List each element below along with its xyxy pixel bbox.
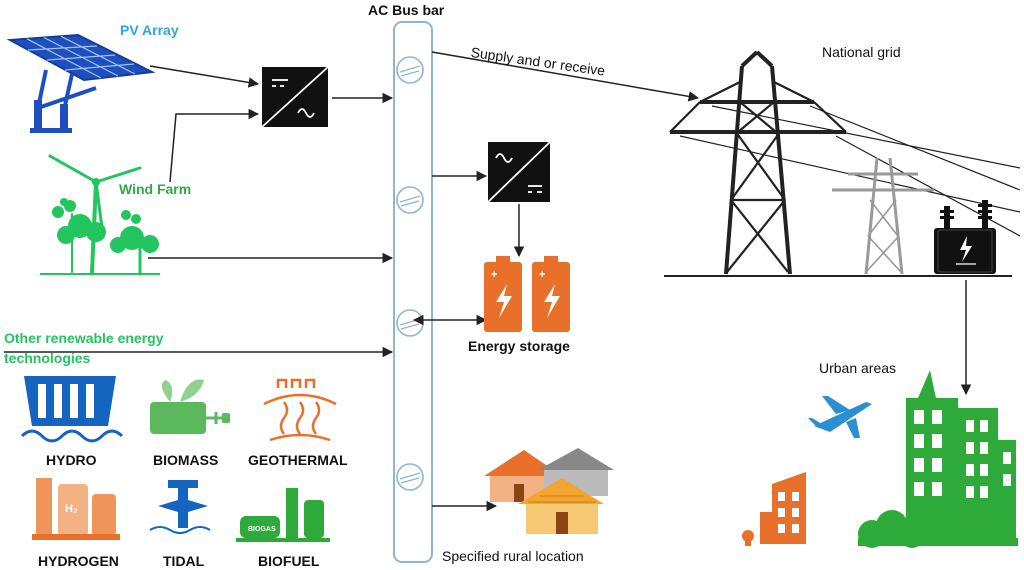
tech-label-hydrogen: HYDROGEN bbox=[38, 553, 119, 569]
rural-location-label: Specified rural location bbox=[442, 548, 584, 564]
ac-bus-bar bbox=[393, 21, 433, 563]
national-grid-label: National grid bbox=[822, 44, 901, 60]
input-connections bbox=[4, 65, 394, 358]
hydro-dam-icon bbox=[20, 376, 124, 443]
tidal-icon bbox=[149, 480, 211, 534]
transformer-icon bbox=[934, 200, 996, 274]
wind-farm-label: Wind Farm bbox=[119, 181, 192, 197]
solar-panel-icon bbox=[6, 33, 156, 133]
hydrogen-icon: H₂ bbox=[32, 478, 120, 540]
transmission-tower-icon bbox=[664, 50, 1021, 277]
wind-turbine-icon bbox=[40, 154, 160, 276]
tech-label-biofuel: BIOFUEL bbox=[258, 553, 320, 569]
ac-bus-bar-label: AC Bus bar bbox=[368, 2, 445, 18]
output-connections bbox=[412, 51, 972, 512]
other-renewable-label-line2: technologies bbox=[4, 350, 91, 366]
biofuel-icon: BIOGAS bbox=[236, 488, 330, 542]
tech-label-biomass: BIOMASS bbox=[153, 452, 219, 468]
rectifier-icon bbox=[487, 141, 551, 203]
rural-huts-icon bbox=[484, 448, 614, 534]
battery-icon: + + bbox=[484, 256, 570, 332]
hydrogen-tank-label: H₂ bbox=[65, 503, 78, 515]
tech-label-tidal: TIDAL bbox=[163, 553, 205, 569]
geothermal-icon bbox=[263, 378, 337, 442]
airplane-icon bbox=[808, 396, 872, 438]
biomass-icon bbox=[150, 379, 230, 434]
svg-text:+: + bbox=[491, 269, 497, 281]
urban-areas-label: Urban areas bbox=[819, 360, 897, 376]
city-buildings-icon bbox=[742, 370, 1018, 548]
pv-array-label: PV Array bbox=[120, 22, 179, 38]
tech-label-hydro: HYDRO bbox=[46, 452, 97, 468]
svg-text:+: + bbox=[539, 269, 545, 281]
inverter-icon bbox=[261, 66, 329, 128]
energy-storage-label: Energy storage bbox=[468, 338, 570, 354]
distant-tower-icon bbox=[832, 157, 934, 275]
other-renewable-label-line1: Other renewable energy bbox=[4, 330, 164, 346]
biogas-tank-label: BIOGAS bbox=[248, 526, 276, 533]
tech-label-geothermal: GEOTHERMAL bbox=[248, 452, 348, 468]
